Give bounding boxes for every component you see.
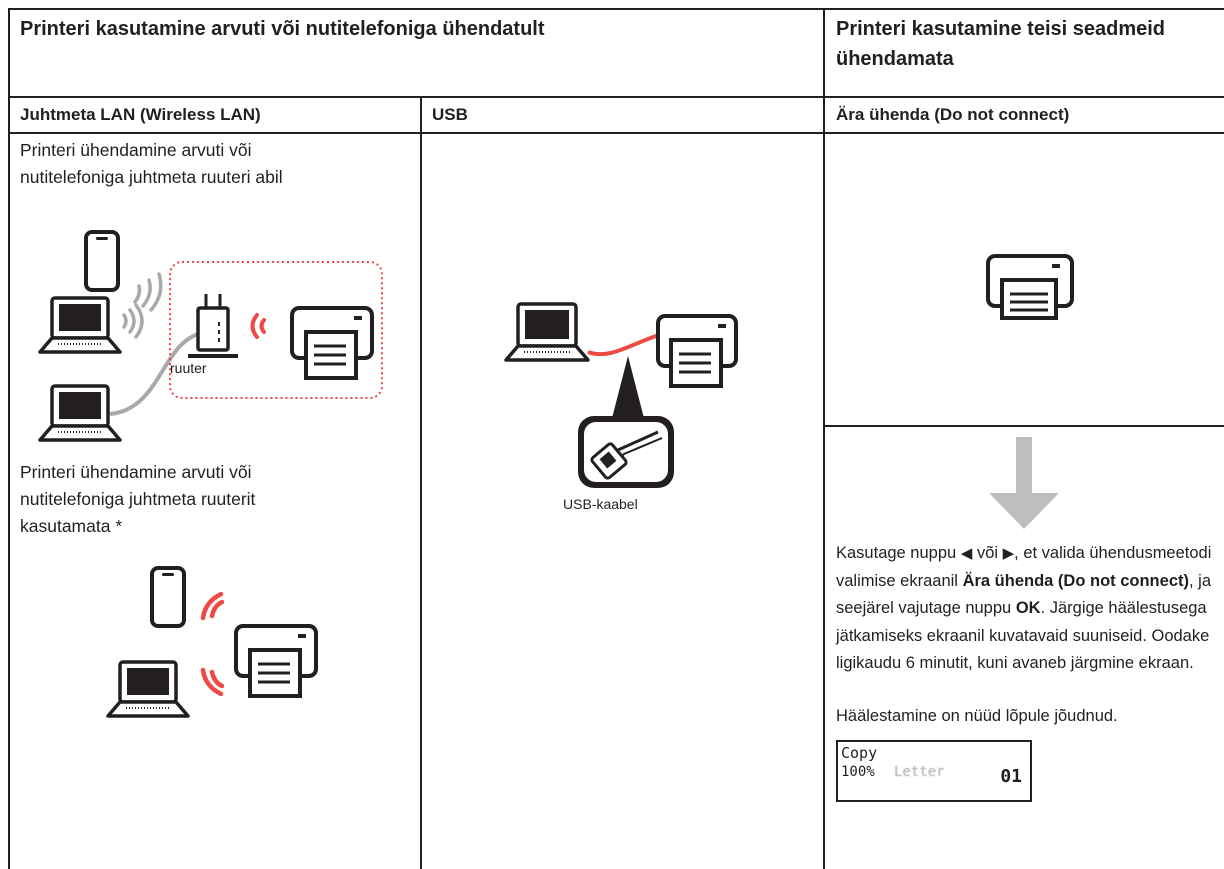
frame-divider-main bbox=[823, 8, 825, 869]
printer-icon bbox=[656, 314, 738, 388]
setup-done-text: Häälestamine on nüüd lõpule jõudnud. bbox=[836, 707, 1118, 725]
wireless-router-text: Printeri ühendamine arvuti või nutitelef… bbox=[20, 140, 283, 187]
instr-bold-2: OK bbox=[1015, 599, 1041, 617]
wifi-waves-icon bbox=[200, 591, 225, 697]
no-connect-instructions: Kasutage nuppu ◀ või ▶, et valida ühendu… bbox=[836, 540, 1220, 678]
instr-text-4: . Järgige häälestusega jätkamiseks ekraa… bbox=[836, 599, 1210, 672]
wireless-router-diagram bbox=[38, 230, 383, 442]
frame-subheader-bottom bbox=[8, 132, 1224, 134]
header-connected-title: Printeri kasutamine arvuti või nutitelef… bbox=[20, 18, 545, 40]
instr-text-3: , ja seejärel vajutage nuppu bbox=[836, 571, 1211, 618]
printer-icon bbox=[986, 254, 1074, 320]
triangle-left-icon: ◀ bbox=[960, 545, 973, 562]
header-standalone-title: Printeri kasutamine teisi seadmeid ühend… bbox=[836, 18, 1166, 70]
usb-cable-label: USB-kaabel bbox=[563, 496, 638, 512]
usb-plug-icon bbox=[578, 416, 674, 488]
standalone-printer-diagram bbox=[986, 254, 1074, 320]
column-title-no-connect: Ära ühenda (Do not connect) bbox=[836, 105, 1070, 124]
down-arrow-icon bbox=[989, 437, 1059, 529]
column-title-usb: USB bbox=[432, 105, 468, 124]
frame-left bbox=[8, 8, 10, 869]
printer-icon bbox=[234, 624, 318, 698]
frame-top bbox=[8, 8, 1224, 10]
laptop-icon bbox=[38, 296, 122, 354]
wifi-waves-icon bbox=[250, 313, 266, 339]
instr-bold-1: Ära ühenda (Do not connect) bbox=[962, 571, 1189, 590]
instr-or: või bbox=[976, 544, 999, 562]
usb-diagram bbox=[504, 302, 738, 488]
lcd-copies: 01 bbox=[1000, 766, 1022, 787]
wireless-direct-diagram bbox=[106, 566, 318, 718]
laptop-icon bbox=[38, 384, 122, 442]
triangle-right-icon: ▶ bbox=[1002, 545, 1015, 562]
wifi-waves-icon bbox=[122, 303, 144, 339]
printer-icon bbox=[290, 306, 374, 380]
router-icon bbox=[188, 294, 238, 358]
usb-cable bbox=[587, 332, 663, 357]
frame-header-bottom bbox=[8, 96, 1224, 98]
smartphone-icon bbox=[84, 230, 120, 292]
lcd-zoom: 100% bbox=[841, 764, 875, 780]
router-group-outline bbox=[169, 261, 383, 399]
frame-divider-usb bbox=[420, 96, 422, 869]
frame-right-cell-divider bbox=[824, 425, 1224, 427]
laptop-icon bbox=[504, 302, 590, 362]
column-title-wireless: Juhtmeta LAN (Wireless LAN) bbox=[20, 105, 261, 124]
laptop-icon bbox=[106, 660, 190, 718]
lcd-mode: Copy bbox=[841, 744, 878, 762]
wireless-direct-text: Printeri ühendamine arvuti või nutitelef… bbox=[20, 462, 256, 536]
instr-text-1: Kasutage nuppu bbox=[836, 544, 957, 562]
instr-text-2: , et valida ühendusmeetodi valimise ekra… bbox=[836, 544, 1212, 590]
smartphone-icon bbox=[150, 566, 186, 628]
printer-lcd-screen: Copy 100% Letter 01 bbox=[836, 740, 1032, 802]
router-label: ruuter bbox=[170, 360, 207, 376]
lcd-paper: Letter bbox=[894, 764, 945, 780]
wifi-waves-icon bbox=[133, 272, 163, 312]
